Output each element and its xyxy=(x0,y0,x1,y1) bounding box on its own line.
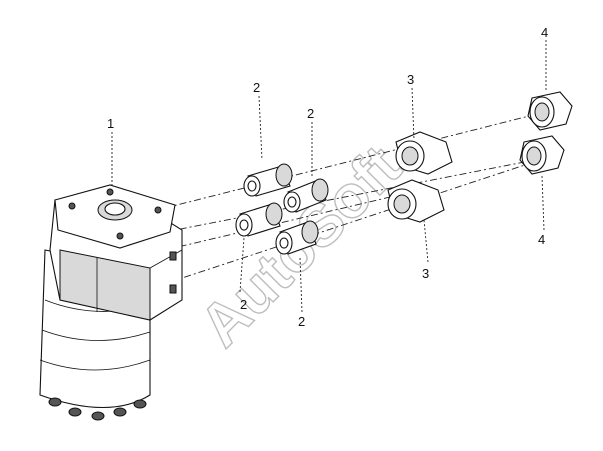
hex-nut-top xyxy=(395,131,453,175)
callout-2-lower-left: 2 xyxy=(240,297,247,312)
callout-3-bottom: 3 xyxy=(422,266,429,281)
callout-3-top: 3 xyxy=(407,72,414,87)
cap-bottom xyxy=(519,135,565,175)
callout-4-top: 4 xyxy=(541,25,548,40)
hydraulic-motor xyxy=(39,184,183,421)
hex-nut-bottom xyxy=(387,179,445,223)
callout-4-bottom: 4 xyxy=(538,232,545,247)
fitting-bottom xyxy=(275,220,319,255)
leader-lines xyxy=(111,40,547,313)
fitting-top-mid xyxy=(283,178,329,213)
fitting-lower-left xyxy=(235,202,283,237)
callout-2-top-left: 2 xyxy=(253,80,260,95)
fitting-top-left xyxy=(243,163,293,197)
callout-1-motor: 1 xyxy=(107,116,114,131)
callout-2-top-mid: 2 xyxy=(307,106,314,121)
callout-2-bottom: 2 xyxy=(298,314,305,329)
assembly-axis-lines xyxy=(164,111,546,283)
cap-top xyxy=(527,91,573,131)
